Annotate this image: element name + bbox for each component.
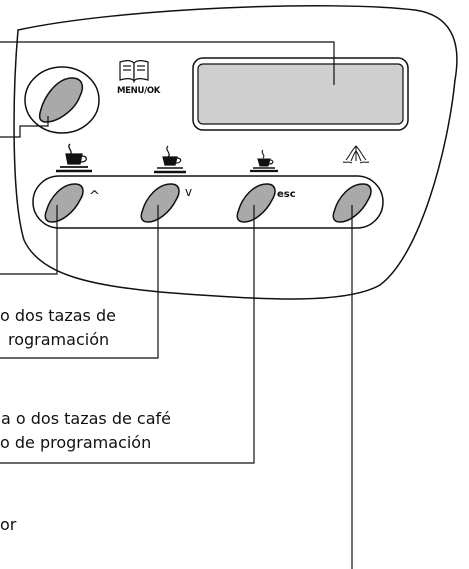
leader-up-button bbox=[0, 205, 58, 275]
panel-outline bbox=[13, 4, 458, 300]
steam-button[interactable] bbox=[332, 183, 372, 223]
coffee-large-up-button[interactable] bbox=[44, 183, 84, 223]
coffee-large-cup-icon bbox=[56, 143, 92, 173]
callout-text-1b: rogramación bbox=[8, 330, 110, 349]
book-icon bbox=[119, 60, 149, 83]
menu-ok-button[interactable] bbox=[38, 77, 84, 123]
callout-leader-lines bbox=[0, 41, 353, 569]
button-row-housing bbox=[32, 175, 384, 229]
display-screen bbox=[192, 57, 409, 131]
coffee-medium-cup-icon bbox=[154, 145, 186, 174]
callout-text-2a: a o dos tazas de café bbox=[1, 409, 171, 428]
callout-text-1a: o dos tazas de bbox=[0, 306, 116, 325]
down-arrow-label: v bbox=[185, 185, 192, 199]
coffee-medium-down-button[interactable] bbox=[140, 183, 180, 223]
coffee-small-esc-button[interactable] bbox=[236, 183, 276, 223]
up-arrow-label: ^ bbox=[89, 189, 100, 204]
callout-text-2b: o de programación bbox=[0, 433, 152, 452]
coffee-small-cup-icon bbox=[250, 149, 278, 173]
menu-ok-label: MENU/OK bbox=[117, 86, 161, 96]
esc-label: esc bbox=[277, 189, 296, 200]
leader-menu-button bbox=[0, 116, 49, 138]
leader-down-button bbox=[0, 205, 159, 359]
leader-esc-button bbox=[0, 205, 255, 464]
leader-display bbox=[0, 41, 335, 85]
steam-icon bbox=[342, 145, 370, 164]
callout-text-3: or bbox=[0, 515, 17, 534]
